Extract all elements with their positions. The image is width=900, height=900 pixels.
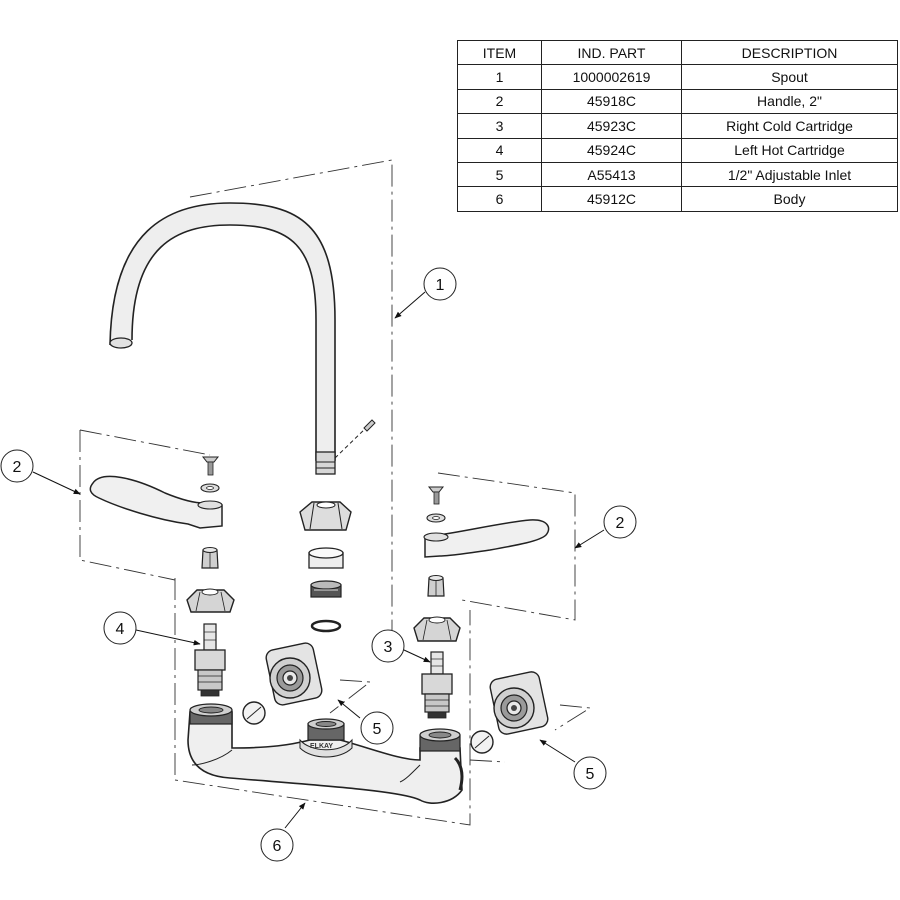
cell-part: 1000002619 [541,64,682,90]
right-adjustable-inlet [489,671,549,735]
callout-inlet-left: 5 [360,711,394,745]
svg-text:5: 5 [373,721,382,738]
cell-item: 4 [457,137,542,163]
svg-text:2: 2 [616,515,625,532]
right-cold-cartridge [421,651,453,719]
callout-handle-left: 2 [0,449,34,483]
spout [109,202,376,475]
header-part: IND. PART [541,39,682,66]
svg-text:3: 3 [384,639,393,656]
left-inlet-gasket [242,701,266,725]
cell-item: 1 [457,64,542,90]
callout-handle-right: 2 [603,505,637,539]
cell-part: 45924C [541,137,682,163]
spout-retaining-ring [310,619,342,633]
leader-body [284,802,306,829]
cell-part: 45918C [541,88,682,115]
right-handle-screw [426,486,446,523]
cell-part: 45923C [541,113,682,139]
cell-description: Right Cold Cartridge [681,113,898,139]
leader-handle-right [574,529,605,549]
svg-text:5: 5 [586,766,595,783]
header-item: ITEM [457,39,542,66]
table-row: 3 45923C Right Cold Cartridge [457,113,898,139]
table-row: 2 45918C Handle, 2" [457,88,898,115]
cell-item: 5 [457,161,542,188]
cell-item: 2 [457,88,542,115]
cell-description: Handle, 2" [681,88,898,115]
cell-description: Body [681,186,898,212]
assembly-outlines [79,159,592,826]
right-inlet-gasket [470,730,494,754]
cell-description: 1/2" Adjustable Inlet [681,161,898,188]
spout-bushing [310,580,342,598]
svg-text:4: 4 [116,621,125,638]
table-row: 4 45924C Left Hot Cartridge [457,137,898,163]
leader-cartridge-left [135,629,201,646]
callouts: 1 2 2 3 4 5 5 6 [0,267,637,862]
right-bonnet [413,616,461,642]
svg-text:1: 1 [436,277,445,294]
leader-handle-left [32,471,81,495]
right-handle-adapter [427,575,445,597]
spout-nut [299,501,352,531]
leader-inlet-right [539,739,576,763]
cell-description: Left Hot Cartridge [681,137,898,163]
right-handle [423,519,550,558]
svg-text:6: 6 [273,838,282,855]
callout-cartridge-right: 3 [371,629,405,663]
cell-item: 3 [457,113,542,139]
callout-body: 6 [260,828,294,862]
left-handle [89,475,223,529]
header-description: DESCRIPTION [681,39,898,66]
cell-description: Spout [681,64,898,90]
left-handle-screw [200,456,220,493]
spout-washer [308,547,344,569]
cell-part: A55413 [541,161,682,188]
callout-cartridge-left: 4 [103,611,137,645]
cell-part: 45912C [541,186,682,212]
svg-text:2: 2 [13,459,22,476]
body-logo: ELKAY [310,743,333,750]
left-hot-cartridge [194,623,226,697]
parts-table-header-row: ITEM IND. PART DESCRIPTION [457,39,898,66]
parts-table: ITEM IND. PART DESCRIPTION 1 1000002619 … [457,39,898,212]
leader-spout [394,291,426,319]
cell-item: 6 [457,186,542,212]
left-handle-adapter [201,547,219,569]
faucet-body: ELKAY [187,703,464,804]
left-adjustable-inlet [265,642,323,706]
callout-spout: 1 [423,267,457,301]
callout-inlet-right: 5 [573,756,607,790]
leader-cartridge-right [403,649,431,663]
table-row: 5 A55413 1/2" Adjustable Inlet [457,161,898,188]
leader-lines [32,291,605,829]
leader-inlet-left [337,699,361,719]
table-row: 6 45912C Body [457,186,898,212]
table-row: 1 1000002619 Spout [457,64,898,90]
left-bonnet [186,588,235,613]
